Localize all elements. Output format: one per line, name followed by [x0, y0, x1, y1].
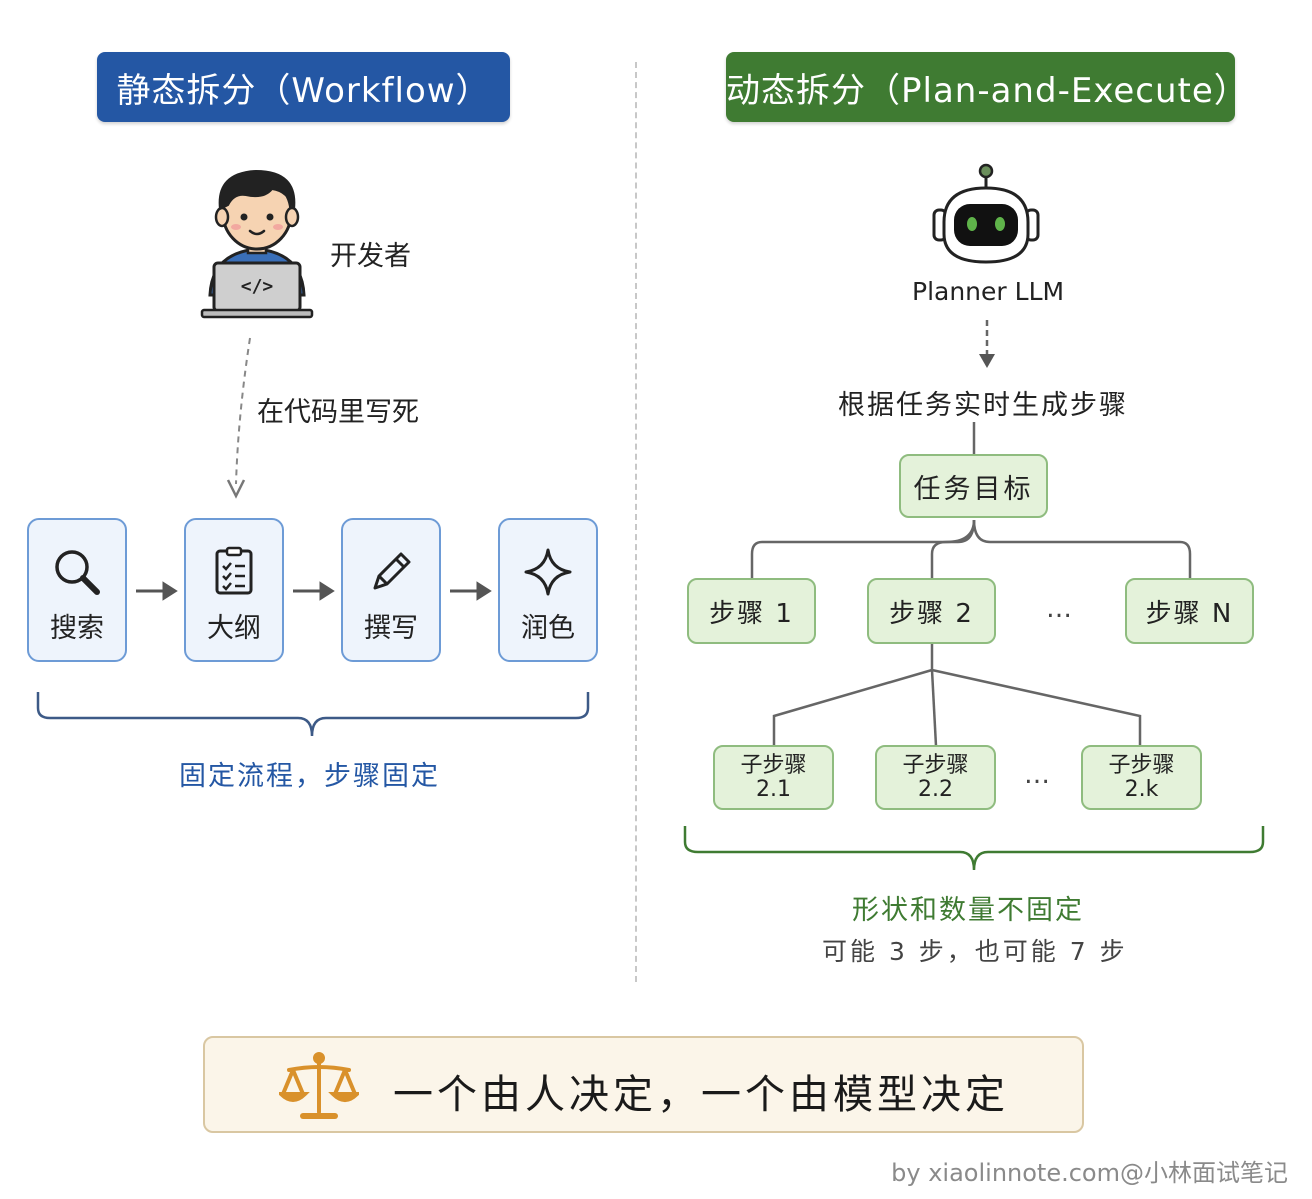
plan-execute-title-banner: 动态拆分（Plan-and-Execute） — [726, 52, 1249, 122]
workflow-arrows — [136, 581, 492, 601]
task-goal-label: 任务目标 — [913, 473, 1034, 505]
step-search-label: 搜索 — [50, 613, 104, 644]
pencil-icon — [373, 552, 411, 590]
step-polish: 润色 — [498, 518, 598, 662]
planner-arrow — [979, 320, 995, 368]
substep-2-2-label: 子步骤 — [902, 752, 969, 778]
workflow-note: 固定流程，步骤固定 — [179, 761, 440, 792]
plan-step-1-label: 步骤 1 — [709, 598, 794, 629]
generate-label: 根据任务实时生成步骤 — [838, 390, 1128, 421]
laptop-code-label: </> — [240, 276, 274, 297]
plan-brace — [683, 826, 1265, 871]
plan-step-n: 步骤 N — [1125, 578, 1254, 644]
footer-text: 一个由人决定，一个由模型决定 — [393, 1072, 1009, 1118]
substep-2-1: 子步骤 2.1 — [713, 745, 834, 810]
center-divider — [635, 62, 637, 982]
plan-subnote: 可能 3 步，也可能 7 步 — [822, 937, 1128, 966]
task-goal-box: 任务目标 — [899, 454, 1048, 518]
workflow-brace — [36, 692, 590, 737]
step-write: 撰写 — [341, 518, 441, 662]
sparkle-icon — [524, 548, 572, 596]
substep-2-1-label: 子步骤 — [740, 752, 807, 778]
step-polish-label: 润色 — [521, 613, 575, 644]
watermark: by xiaolinnote.com@小林面试笔记 — [891, 1159, 1288, 1187]
planner-label: Planner LLM — [912, 277, 1065, 306]
plan-execute-title: 动态拆分（Plan-and-Execute） — [726, 70, 1249, 111]
plan-note: 形状和数量不固定 — [852, 895, 1084, 926]
plan-step-2-label: 步骤 2 — [889, 598, 974, 629]
plan-step-2: 步骤 2 — [867, 578, 996, 644]
substep-2-k: 子步骤 2.k — [1081, 745, 1202, 810]
substep-2-k-num: 2.k — [1124, 776, 1159, 802]
substep-2-2-num: 2.2 — [918, 776, 953, 802]
footer-summary: 一个由人决定，一个由模型决定 — [203, 1036, 1084, 1133]
checklist-icon — [215, 546, 253, 595]
substep-2-k-label: 子步骤 — [1108, 752, 1175, 778]
developer-icon — [200, 169, 314, 319]
developer-label: 开发者 — [330, 241, 411, 272]
hardcode-arrow — [226, 337, 251, 499]
workflow-title-banner: 静态拆分（Workflow） — [97, 52, 510, 122]
plan-steps-ellipsis: … — [1046, 594, 1074, 624]
robot-icon — [932, 163, 1040, 264]
hardcode-label: 在代码里写死 — [257, 397, 419, 428]
plan-tree-connectors — [750, 422, 1192, 747]
search-icon — [55, 550, 100, 595]
plan-step-1: 步骤 1 — [687, 578, 816, 644]
substeps-ellipsis: … — [1024, 760, 1052, 790]
step-write-label: 撰写 — [364, 613, 418, 644]
step-outline-label: 大纲 — [207, 613, 261, 644]
step-outline: 大纲 — [184, 518, 284, 662]
step-search: 搜索 — [27, 518, 127, 662]
plan-step-n-label: 步骤 N — [1145, 598, 1234, 629]
workflow-title: 静态拆分（Workflow） — [116, 70, 491, 111]
scales-icon — [279, 1052, 359, 1119]
substep-2-2: 子步骤 2.2 — [875, 745, 996, 810]
substep-2-1-num: 2.1 — [756, 776, 791, 802]
